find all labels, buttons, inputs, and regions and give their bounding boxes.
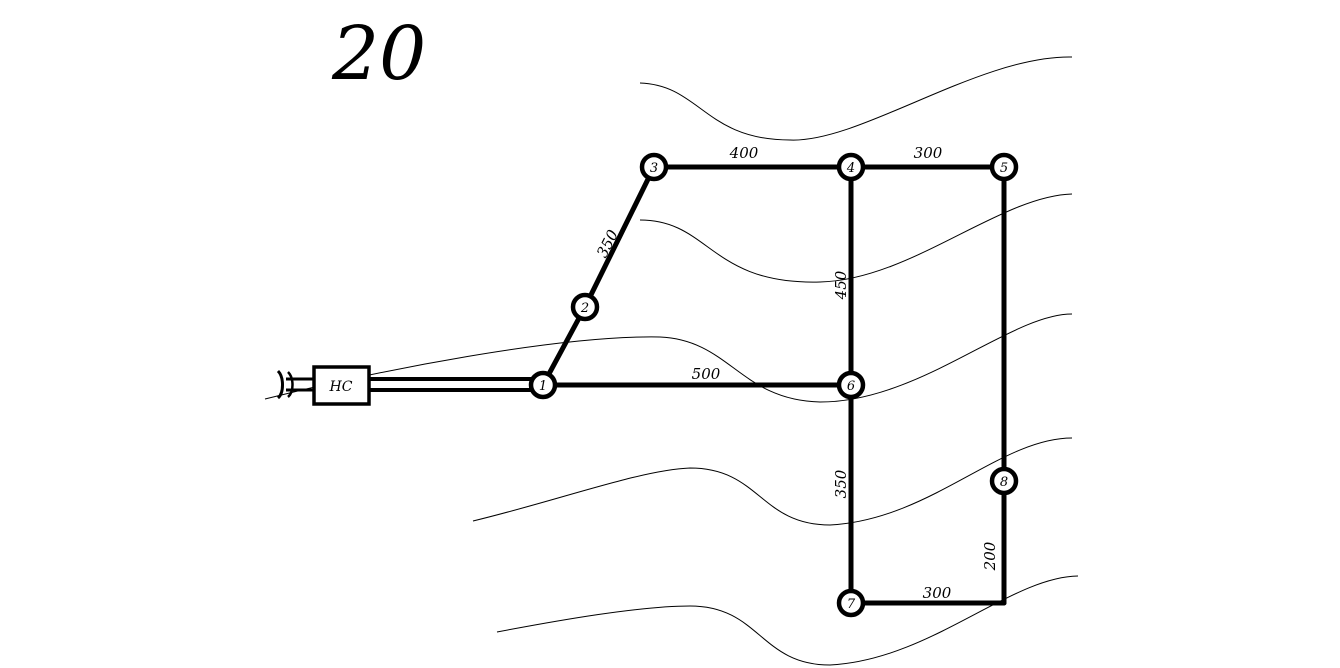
node-label: 4 [846,161,855,176]
pipe-length-label: 400 [729,144,759,162]
node-label: 2 [580,301,589,316]
pipe-length-label: 200 [981,541,999,571]
pipe-1-2 [540,304,588,388]
node-label: 7 [847,597,856,612]
pipe-break-mark-right [287,371,294,398]
pipe-length-label: 500 [692,365,721,383]
node-circle [639,152,669,182]
pipe-length-label: 300 [914,144,943,162]
node-4: 4 [836,152,866,182]
node-label: 6 [847,379,855,394]
node-5: 5 [989,152,1019,182]
contour-line [639,193,1073,283]
node-3: 3 [639,152,669,182]
contour-line [496,575,1079,666]
node-circle [836,370,866,400]
pump-station-group: НС [276,365,532,406]
node-label: 8 [1000,475,1008,490]
contour-line [264,313,1073,403]
contour-line [639,56,1073,141]
pipe-length-label: 350 [832,469,850,498]
contour-line [472,437,1073,526]
pipe-length-label: 450 [832,270,850,300]
pipe-length-labels: 350 400 300 450 500 350 200 300 [593,144,999,602]
pipe-length-label: 300 [923,584,952,602]
pipe-break-mark-left [276,369,284,400]
node-circle [570,292,600,322]
node-7: 7 [836,588,866,618]
node-circle [989,152,1019,182]
node-label: 1 [539,379,547,394]
node-circle [836,152,866,182]
node-circle [528,370,558,400]
contour-lines [264,56,1079,666]
node-label: 5 [1000,161,1008,176]
variant-number: 20 [331,11,426,97]
node-label: 3 [650,161,658,176]
node-2: 2 [570,292,600,322]
pipes [540,164,1007,606]
nodes: 1 2 3 4 5 6 7 8 [528,152,1019,618]
pipe-2-3 [582,164,657,310]
pump-station-label: НС [329,379,353,395]
node-8: 8 [989,466,1019,496]
node-1: 1 [528,370,558,400]
node-circle [989,466,1019,496]
node-6: 6 [836,370,866,400]
pump-station-box [312,365,371,406]
node-circle [836,588,866,618]
